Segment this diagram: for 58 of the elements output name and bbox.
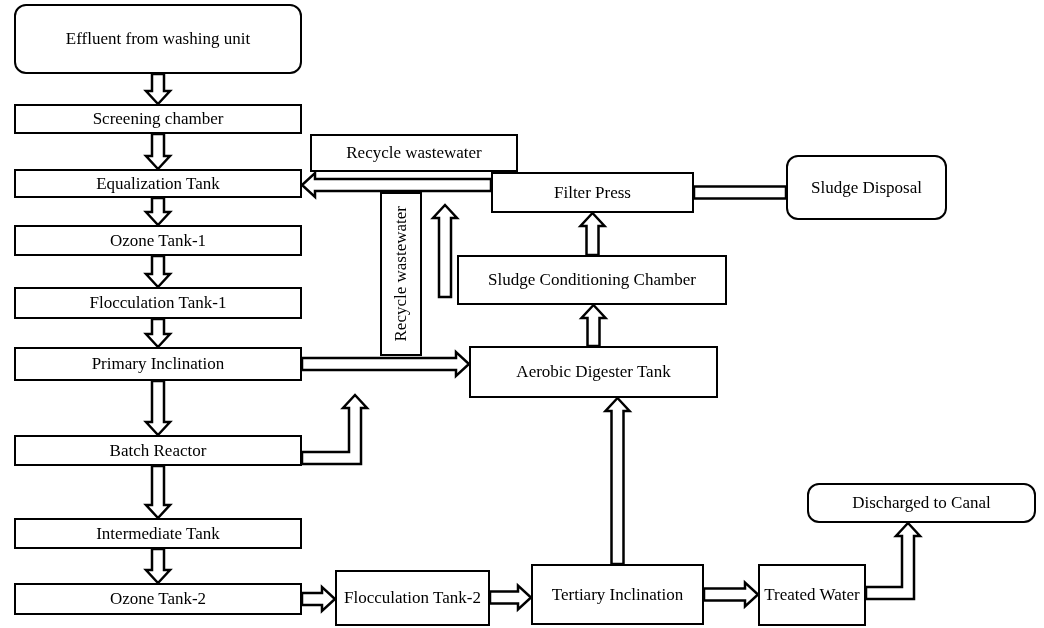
process-box [14, 518, 302, 549]
node-label: Effluent from washing unit [65, 29, 251, 49]
hollow-arrow [578, 303, 609, 348]
process-box [14, 435, 302, 466]
hollow-arrow [143, 254, 173, 289]
process-box [310, 134, 518, 172]
process-box [14, 104, 302, 134]
hollow-arrow [300, 349, 471, 379]
process-box [758, 564, 866, 626]
hollow-arrow [143, 132, 173, 171]
vertical-label: Recycle wastewater [391, 206, 411, 342]
process-box [14, 583, 302, 615]
node-label: Sludge Disposal [811, 177, 922, 198]
process-box [14, 225, 302, 256]
node-label: Equalization Tank [96, 173, 220, 194]
hollow-arrow [602, 396, 633, 566]
process-box [457, 255, 727, 305]
node-label: Primary Inclination [91, 354, 225, 374]
process-box [14, 347, 302, 381]
node-label: Batch Reactor [109, 440, 207, 461]
node-label: Ozone Tank-2 [109, 589, 207, 609]
node-label: Sludge Conditioning Chamber [488, 270, 696, 290]
node-label: Screening chamber [92, 109, 224, 129]
node-label: Flocculation Tank-2 [344, 588, 481, 608]
node-label: Treated Water [764, 585, 860, 605]
hollow-arrow [430, 203, 460, 299]
process-box [469, 346, 718, 398]
process-box [380, 192, 422, 356]
hollow-arrow [702, 579, 760, 610]
hollow-arrow [143, 547, 173, 585]
process-box [335, 570, 490, 626]
terminal-box [14, 4, 302, 74]
node-label: Tertiary Inclination [551, 584, 684, 605]
hollow-arrow [864, 521, 923, 601]
hollow-arrow [143, 464, 173, 520]
hollow-arrow [143, 196, 173, 227]
node-label: Aerobic Digester Tank [516, 362, 671, 382]
node-label: Discharged to Canal [852, 493, 991, 513]
terminal-box [786, 155, 947, 220]
hollow-arrow [488, 582, 533, 613]
process-box [491, 172, 694, 213]
hollow-arrow [300, 584, 337, 614]
process-box [14, 169, 302, 198]
node-label: Recycle wastewater [346, 143, 482, 163]
node-label: Ozone Tank-1 [109, 230, 207, 251]
hollow-arrow [300, 170, 493, 200]
process-box [531, 564, 704, 625]
hollow-arrow [692, 185, 788, 200]
process-box [14, 287, 302, 319]
hollow-arrow [143, 379, 173, 437]
node-label: Intermediate Tank [96, 523, 220, 544]
hollow-arrow [300, 393, 370, 466]
hollow-arrow [143, 317, 173, 349]
terminal-box [807, 483, 1036, 523]
hollow-arrow [577, 211, 608, 257]
node-label: Flocculation Tank-1 [89, 293, 227, 313]
hollow-arrow [143, 72, 173, 106]
node-label: Filter Press [554, 182, 631, 203]
